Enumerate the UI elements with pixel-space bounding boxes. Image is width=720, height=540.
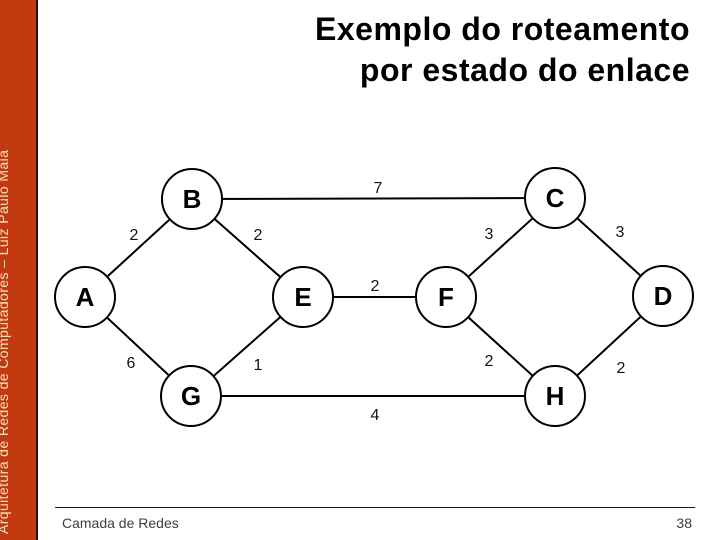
sidebar-bar: Arquitetura de Redes de Computadores – L… bbox=[0, 0, 38, 540]
graph-node-circle-F bbox=[415, 266, 477, 328]
graph-node-circle-H bbox=[524, 365, 586, 427]
graph-node-label-F: F bbox=[438, 282, 454, 312]
graph-node-circle-C bbox=[524, 167, 586, 229]
edge-weight-C-F: 3 bbox=[485, 226, 494, 243]
edge-weight-E-G: 1 bbox=[254, 357, 263, 374]
footer-section-label: Camada de Redes bbox=[62, 515, 179, 531]
graph-node-label-A: A bbox=[76, 282, 95, 312]
graph-node-circle-B bbox=[161, 168, 223, 230]
graph-node-label-B: B bbox=[183, 184, 202, 214]
graph-node-circle-G bbox=[160, 365, 222, 427]
edge-weight-G-H: 4 bbox=[371, 407, 380, 424]
graph-edge-B-C bbox=[191, 197, 556, 200]
graph-node-label-E: E bbox=[294, 282, 311, 312]
graph-node-circle-A bbox=[54, 266, 116, 328]
graph-node-label-G: G bbox=[181, 381, 201, 411]
slide-title-line-2: por estado do enlace bbox=[359, 52, 690, 88]
edge-weight-B-E: 2 bbox=[254, 227, 263, 244]
graph-node-label-D: D bbox=[654, 281, 673, 311]
graph-node-circle-E bbox=[272, 266, 334, 328]
edge-weight-B-C: 7 bbox=[374, 180, 383, 197]
graph-node-label-H: H bbox=[546, 381, 565, 411]
edge-weight-F-H: 2 bbox=[485, 353, 494, 370]
edge-weight-D-H: 2 bbox=[617, 360, 626, 377]
edge-weight-A-G: 6 bbox=[127, 355, 136, 372]
slide-title: Exemplo do roteamento por estado do enla… bbox=[130, 9, 690, 91]
graph-node-label-C: C bbox=[546, 183, 565, 213]
edge-weight-C-D: 3 bbox=[616, 224, 625, 241]
edge-weight-A-B: 2 bbox=[130, 227, 139, 244]
slide-title-line-1: Exemplo do roteamento bbox=[315, 11, 690, 47]
page-number: 38 bbox=[676, 515, 692, 531]
graph-node-circle-D bbox=[632, 265, 694, 327]
footer-divider bbox=[55, 507, 695, 508]
edge-weight-E-F: 2 bbox=[371, 278, 380, 295]
